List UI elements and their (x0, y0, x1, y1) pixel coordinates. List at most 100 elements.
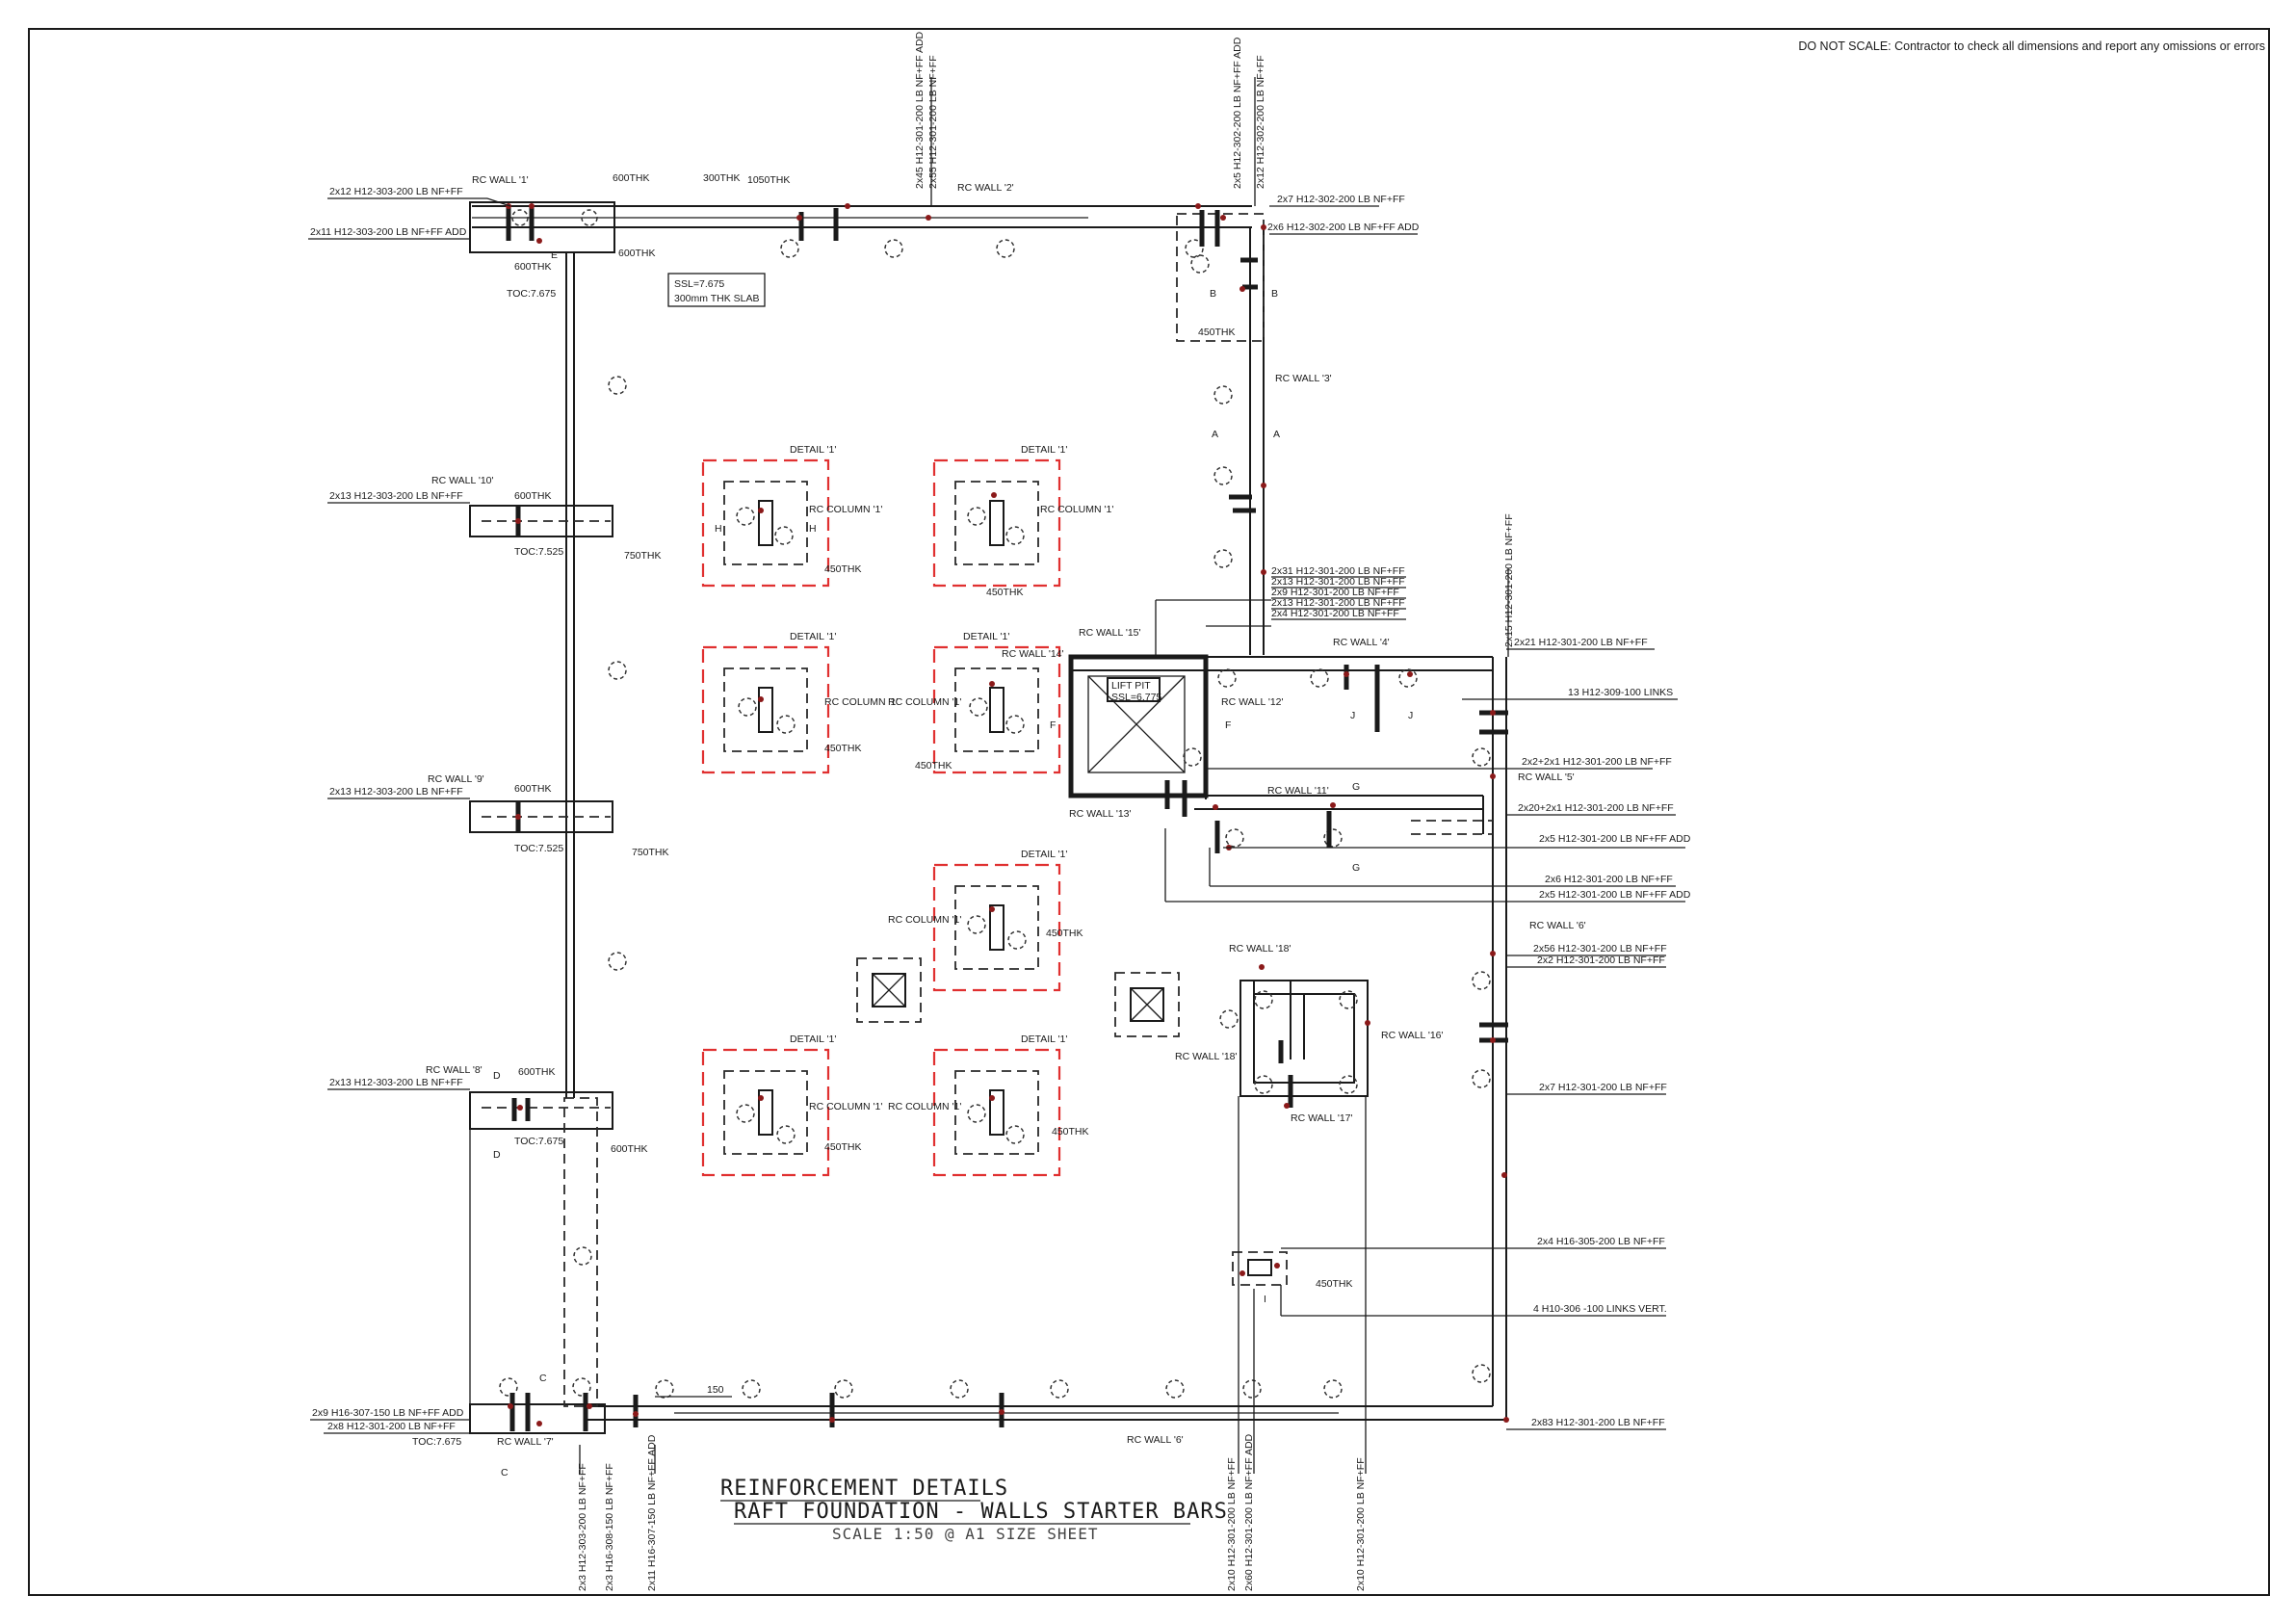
bar-label: 2x12 H12-302-200 LB NF+FF (1255, 55, 1266, 189)
rc-wall-10-box (469, 505, 613, 537)
toc-label: TOC:7.675 (514, 1136, 563, 1147)
rc-wall-9-box (469, 800, 613, 833)
vertical-bar-labels: 2x45 H12-301-200 LB NF+FF ADD 2x55 H12-3… (577, 31, 1515, 1591)
lift-pit-ssl: SSL=6.775 (1111, 692, 1161, 703)
rc-wall-2-label: RC WALL '2' (957, 182, 1014, 194)
detail-label: DETAIL '1' (790, 1033, 836, 1045)
bar-label: 2x13 H12-303-200 LB NF+FF (329, 786, 463, 798)
section-b-1: B (1210, 288, 1216, 300)
rc-wall-13-label: RC WALL '13' (1069, 808, 1132, 820)
column-label: RC COLUMN '1' (809, 1101, 882, 1112)
section-f-1: F (1050, 719, 1056, 731)
left-bar-labels: 2x12 H12-303-200 LB NF+FF 2x11 H12-303-2… (310, 186, 467, 1432)
slab-level: SSL=7.675 (674, 278, 724, 290)
bar-label: 2x83 H12-301-200 LB NF+FF (1531, 1417, 1665, 1428)
bar-label: 13 H12-309-100 LINKS (1568, 687, 1673, 698)
section-i: I (1264, 1294, 1266, 1305)
thk-label: 600THK (611, 1143, 648, 1155)
thk-label: 600THK (514, 261, 552, 273)
bar-label: 2x21 H12-301-200 LB NF+FF (1514, 637, 1648, 648)
rc-wall-1-label: RC WALL '1' (472, 174, 529, 186)
bar-label: 4 H10-306 -100 LINKS VERT. (1533, 1303, 1667, 1315)
detail-box-7 (932, 1048, 1061, 1177)
rc-wall-18-label-top: RC WALL '18' (1229, 943, 1292, 955)
wall-outlines (469, 201, 1507, 1434)
thk-label: 600THK (514, 783, 552, 795)
thk-label: 450THK (915, 760, 952, 772)
toc-label: TOC:7.525 (514, 546, 563, 558)
title-scale: SCALE 1:50 @ A1 SIZE SHEET (832, 1525, 1098, 1543)
bar-label: 2x3 H12-303-200 LB NF+FF (577, 1463, 588, 1591)
bar-label: 2x12 H12-303-200 LB NF+FF (329, 186, 463, 197)
thk-label: 450THK (824, 1141, 862, 1153)
bar-label: 2x11 H12-303-200 LB NF+FF ADD (310, 226, 467, 238)
rc-wall-8-label: RC WALL '8' (426, 1064, 483, 1076)
drawing-title: REINFORCEMENT DETAILS RAFT FOUNDATION - … (720, 1477, 1228, 1543)
column-label: RC COLUMN '1' (824, 696, 898, 708)
right-bar-labels: 2x7 H12-302-200 LB NF+FF 2x6 H12-302-200… (1267, 194, 1691, 1428)
rebar-dots (506, 203, 1509, 1426)
section-h-2: H (809, 523, 817, 535)
thk-label: 450THK (824, 743, 862, 754)
rc-wall-6-label-right: RC WALL '6' (1529, 920, 1586, 931)
thk-label: 450THK (1046, 928, 1083, 939)
bar-label: 2x4 H16-305-200 LB NF+FF (1537, 1236, 1665, 1247)
detail-label: DETAIL '1' (790, 631, 836, 642)
section-c-2: C (501, 1467, 509, 1478)
bar-label: 2x60 H12-301-200 LB NF+FF ADD (1243, 1433, 1255, 1591)
detail-label: DETAIL '1' (1021, 849, 1067, 860)
bar-label: 2x13 H12-303-200 LB NF+FF (329, 490, 463, 502)
bar-label: 2x7 H12-301-200 LB NF+FF (1539, 1082, 1667, 1093)
rc-wall-10-label: RC WALL '10' (431, 475, 494, 486)
thk-label: 750THK (632, 847, 669, 858)
detail-box-2 (932, 458, 1061, 588)
bar-label: 2x9 H16-307-150 LB NF+FF ADD (312, 1407, 464, 1419)
section-j-2: J (1408, 710, 1413, 721)
disclaimer-note: DO NOT SCALE: Contractor to check all di… (1798, 39, 2265, 53)
toc-label: TOC:7.525 (514, 843, 563, 854)
slab-note: SSL=7.675 300mm THK SLAB (667, 273, 766, 307)
section-j-1: J (1350, 710, 1355, 721)
bar-label: 2x45 H12-301-200 LB NF+FF ADD (914, 31, 926, 189)
column-label: RC COLUMN '1' (888, 696, 961, 708)
rc-wall-5-label: RC WALL '5' (1518, 772, 1575, 783)
rc-wall-4-label: RC WALL '4' (1333, 637, 1390, 648)
bar-label: 2x6 H12-301-200 LB NF+FF (1545, 874, 1673, 885)
thk-label: 600THK (618, 248, 656, 259)
toc-labels: TOC:7.675 TOC:7.525 TOC:7.525 TOC:7.675 … (412, 288, 563, 1448)
section-e: E (551, 249, 558, 261)
thickness-labels: 600THK 300THK 1050THK 600THK 600THK 600T… (514, 172, 1353, 1290)
bar-label: 2x11 H16-307-150 LB NF+FF ADD (646, 1434, 658, 1591)
section-g-1: G (1352, 781, 1360, 793)
detail-box-6 (701, 1048, 830, 1177)
detail-labels: DETAIL '1' DETAIL '1' DETAIL '1' DETAIL … (790, 444, 1067, 1045)
bar-label: 2x3 H16-308-150 LB NF+FF (604, 1463, 615, 1591)
bar-label: 2x6 H12-302-200 LB NF+FF ADD (1267, 222, 1420, 233)
column-labels: RC COLUMN '1' RC COLUMN '1' RC COLUMN '1… (809, 504, 1113, 1112)
thk-label: 450THK (1316, 1278, 1353, 1290)
thk-label: 750THK (624, 550, 662, 562)
section-b-2: B (1271, 288, 1278, 300)
bar-label: 2x13 H12-303-200 LB NF+FF (329, 1077, 463, 1088)
rc-wall-3-label: RC WALL '3' (1275, 373, 1332, 384)
detail-box-3 (701, 645, 830, 774)
detail-box-5 (932, 863, 1061, 992)
lift-pit-label: LIFT PIT (1111, 680, 1151, 692)
detail-label: DETAIL '1' (1021, 1033, 1067, 1045)
thk-label: 600THK (514, 490, 552, 502)
detail-label: DETAIL '1' (790, 444, 836, 456)
bar-label: 2x10 H12-301-200 LB NF+FF (1226, 1457, 1238, 1591)
column-label: RC COLUMN '1' (888, 1101, 961, 1112)
thk-label: 450THK (1198, 327, 1236, 338)
bar-label: 2x7 H12-302-200 LB NF+FF (1277, 194, 1405, 205)
section-d-2: D (493, 1149, 501, 1161)
bar-label: 2x13 H12-301-200 LB NF+FF (1271, 576, 1405, 588)
sheet-border (28, 28, 2270, 1596)
bar-label: 2x2+2x1 H12-301-200 LB NF+FF (1522, 756, 1672, 768)
bar-label: 2x4 H12-301-200 LB NF+FF (1271, 608, 1399, 619)
rc-wall-11-label: RC WALL '11' (1267, 785, 1329, 797)
detail-boxes (701, 458, 1180, 1177)
section-markers: A A B B C C D D E F F G G H H I J J (493, 249, 1413, 1478)
wall-labels: RC WALL '1' RC WALL '2' RC WALL '3' RC W… (426, 174, 1586, 1448)
title-line-2: RAFT FOUNDATION - WALLS STARTER BARS (734, 1500, 1228, 1524)
